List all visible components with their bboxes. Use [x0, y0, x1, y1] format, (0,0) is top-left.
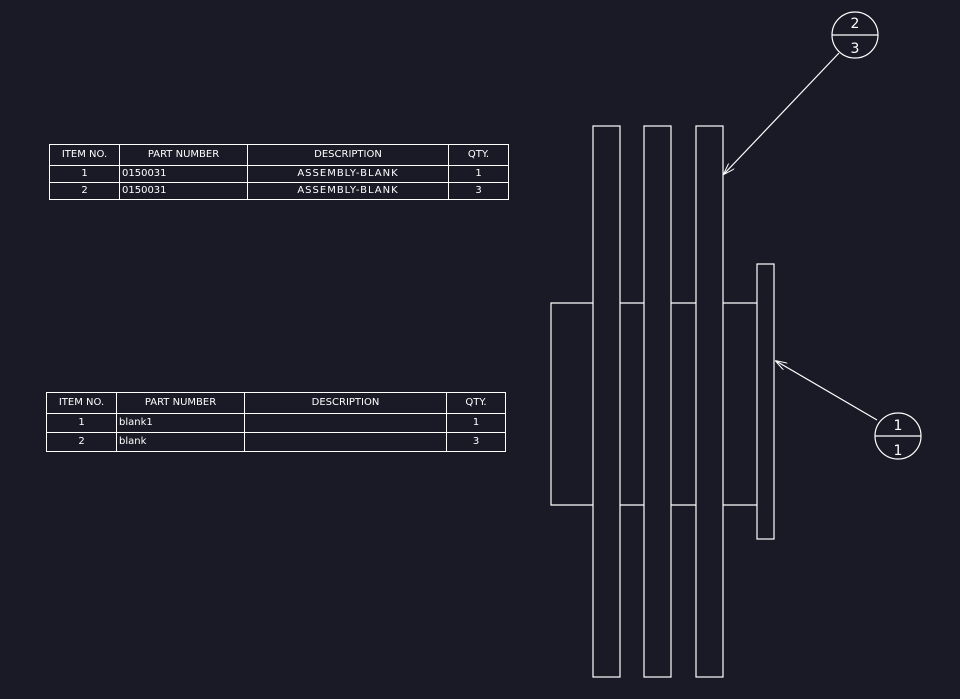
flange-plate	[756, 263, 775, 540]
cell-description: ASSEMBLY-BLANK	[247, 182, 449, 200]
table-row: 2 blank 3	[46, 432, 506, 452]
balloon-top	[831, 11, 879, 59]
plate-3	[695, 125, 724, 678]
balloon-right-qty: 1	[894, 443, 903, 459]
balloon-top-item: 2	[851, 16, 860, 32]
cell-qty: 3	[446, 432, 506, 452]
hub-block	[550, 302, 757, 506]
cell-qty: 3	[448, 182, 509, 200]
balloon-right-item: 1	[894, 418, 903, 434]
plate-2	[643, 125, 672, 678]
balloon-top-qty: 3	[851, 41, 860, 57]
table-row: 1 blank1 1	[46, 413, 506, 433]
balloon-right	[874, 412, 922, 460]
plate-1	[592, 125, 621, 678]
bom-header-row: ITEM NO. PART NUMBER DESCRIPTION QTY.	[49, 144, 509, 166]
table-row: 2 0150031 ASSEMBLY-BLANK 3	[49, 182, 509, 200]
bom-table-top: ITEM NO. PART NUMBER DESCRIPTION QTY. 1 …	[49, 144, 509, 200]
balloon-leader-top	[724, 52, 840, 174]
balloon-leader-right	[776, 361, 878, 421]
bom-table-bottom: ITEM NO. PART NUMBER DESCRIPTION QTY. 1 …	[46, 392, 506, 452]
